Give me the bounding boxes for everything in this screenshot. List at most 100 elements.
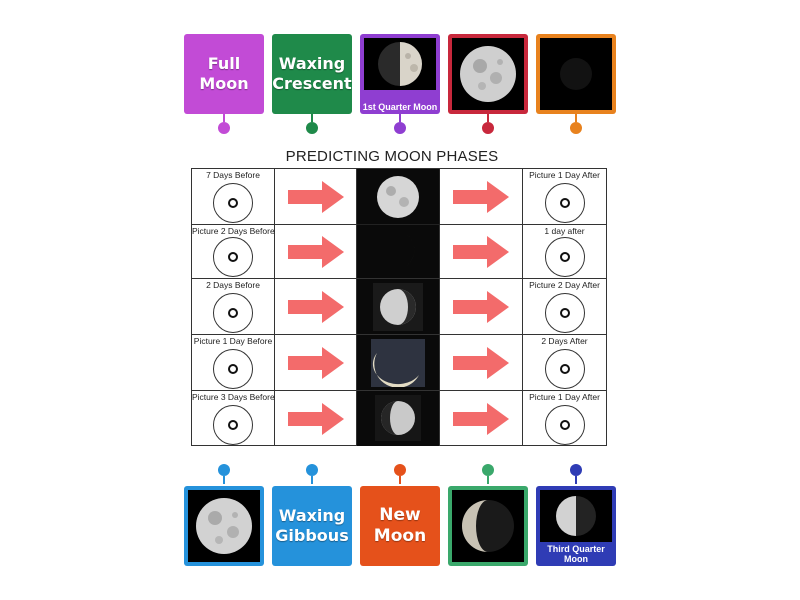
drop-target-dot[interactable] [570, 122, 582, 134]
empty-circle-slot[interactable] [213, 183, 253, 223]
connector-stem [311, 114, 313, 122]
after-label: Picture 1 Day After [529, 392, 600, 402]
moon-phase-table: 7 Days Before Picture 1 Day After Pictur… [191, 168, 607, 446]
tile-caption: Third Quarter Moon [547, 544, 605, 564]
tile-label: Waxing Gibbous [275, 506, 349, 545]
new-moon-image [540, 38, 612, 110]
empty-circle-slot[interactable] [544, 237, 585, 277]
before-cell: 7 Days Before [192, 169, 275, 225]
drop-target-dot[interactable] [218, 122, 230, 134]
tile-label: New Moon [373, 505, 427, 546]
gibbous-moon-icon [375, 395, 421, 441]
before-label: 2 Days Before [206, 280, 260, 290]
after-label: Picture 1 Day After [529, 170, 600, 180]
arrow-cell [440, 335, 523, 391]
right-arrow-icon [453, 235, 509, 268]
top-tile-waxing-crescent[interactable]: Waxing Crescent [272, 34, 352, 114]
empty-circle-slot[interactable] [213, 237, 253, 277]
tile-label: Waxing Crescent [272, 54, 352, 93]
before-label: 7 Days Before [206, 170, 260, 180]
empty-circle-slot[interactable] [544, 293, 585, 333]
moon-photo-cell [357, 335, 440, 391]
tile-caption: 1st Quarter Moon [362, 102, 438, 112]
right-arrow-icon [287, 290, 344, 323]
bottom-tile-third-quarter[interactable]: Third Quarter Moon [536, 486, 616, 566]
drop-target-dot[interactable] [482, 122, 494, 134]
right-arrow-icon [453, 180, 509, 213]
before-cell: 2 Days Before [192, 279, 275, 335]
gibbous-moon-icon [373, 283, 423, 331]
connector-stem [311, 476, 313, 484]
moon-photo-cell [357, 279, 440, 335]
after-cell: Picture 1 Day After [523, 391, 606, 446]
after-label: 2 Days After [541, 336, 588, 346]
right-arrow-icon [287, 346, 344, 379]
arrow-cell [440, 279, 523, 335]
after-cell: 2 Days After [523, 335, 606, 391]
third-quarter-moon-image [540, 490, 612, 542]
before-label: Picture 2 Days Before [192, 226, 275, 236]
connector-stem [575, 476, 577, 484]
bottom-tile-new-moon[interactable]: New Moon [360, 486, 440, 566]
before-label: Picture 3 Days Before [192, 392, 275, 402]
drop-target-dot[interactable] [306, 464, 318, 476]
drop-target-dot[interactable] [570, 464, 582, 476]
crescent-moon-icon [383, 233, 415, 271]
arrow-cell [275, 279, 357, 335]
arrow-cell [440, 169, 523, 225]
arrow-cell [440, 391, 523, 446]
drop-target-dot[interactable] [394, 464, 406, 476]
after-label: Picture 2 Day After [529, 280, 600, 290]
top-tile-full-moon-photo[interactable] [448, 34, 528, 114]
empty-circle-slot[interactable] [544, 183, 585, 223]
drop-target-dot[interactable] [394, 122, 406, 134]
bottom-tile-waning-photo[interactable] [448, 486, 528, 566]
right-arrow-icon [453, 402, 509, 435]
before-cell: Picture 1 Day Before [192, 335, 275, 391]
empty-circle-slot[interactable] [544, 349, 585, 389]
connector-stem [487, 114, 489, 122]
after-cell: 1 day after [523, 225, 606, 279]
arrow-cell [275, 391, 357, 446]
after-label: 1 day after [544, 226, 585, 236]
right-arrow-icon [453, 290, 509, 323]
connector-stem [223, 476, 225, 484]
moon-photo-cell [357, 225, 440, 279]
connector-stem [575, 114, 577, 122]
empty-circle-slot[interactable] [544, 405, 585, 445]
before-cell: Picture 2 Days Before [192, 225, 275, 279]
bottom-tile-waxing-gibbous[interactable]: Waxing Gibbous [272, 486, 352, 566]
empty-circle-slot[interactable] [213, 405, 253, 445]
crescent-moon-icon [371, 339, 425, 387]
full-moon-image [452, 38, 524, 110]
arrow-cell [440, 225, 523, 279]
full-moon-icon [377, 176, 419, 218]
drop-target-dot[interactable] [306, 122, 318, 134]
arrow-cell [275, 169, 357, 225]
moon-photo-cell [357, 391, 440, 446]
after-cell: Picture 1 Day After [523, 169, 606, 225]
top-tile-full-moon[interactable]: Full Moon [184, 34, 264, 114]
page-title: PREDICTING MOON PHASES [285, 148, 499, 165]
drop-target-dot[interactable] [218, 464, 230, 476]
drop-target-dot[interactable] [482, 464, 494, 476]
connector-stem [399, 114, 401, 122]
empty-circle-slot[interactable] [213, 293, 253, 333]
connector-stem [487, 476, 489, 484]
before-label: Picture 1 Day Before [193, 336, 273, 346]
right-arrow-icon [287, 180, 344, 213]
tile-label: Full Moon [199, 54, 249, 93]
empty-circle-slot[interactable] [213, 349, 253, 389]
before-cell: Picture 3 Days Before [192, 391, 275, 446]
right-arrow-icon [287, 402, 344, 435]
connector-stem [399, 476, 401, 484]
full-moon-image [188, 490, 260, 562]
bottom-tile-full-moon-photo[interactable] [184, 486, 264, 566]
first-quarter-moon-image [364, 38, 436, 90]
top-tile-first-quarter[interactable]: 1st Quarter Moon [360, 34, 440, 114]
waning-gibbous-image [452, 490, 524, 562]
arrow-cell [275, 335, 357, 391]
right-arrow-icon [453, 346, 509, 379]
top-tile-dark-moon[interactable] [536, 34, 616, 114]
right-arrow-icon [287, 235, 344, 268]
